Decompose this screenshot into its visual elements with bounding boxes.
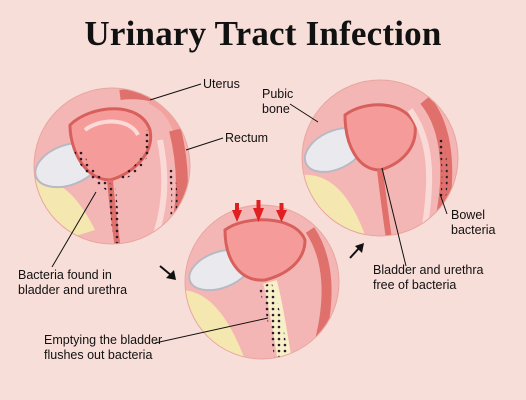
label-bowel-bacteria-line1: Bowel: [451, 208, 486, 222]
emptying-anatomy-view: [184, 200, 340, 360]
label-bowel-bacteria: Bowel bacteria: [451, 208, 495, 238]
arrow-right-up-icon: [349, 243, 364, 259]
label-emptying-bladder: Emptying the bladder flushes out bacteri…: [44, 333, 162, 363]
clean-anatomy-view: [301, 79, 459, 237]
label-bladder-free-line1: Bladder and urethra: [373, 263, 484, 277]
leader-lines: [51, 83, 448, 344]
label-bowel-bacteria-line2: bacteria: [451, 223, 496, 237]
pressure-arrow-icon: [232, 200, 287, 222]
label-bacteria-found-line1: Bacteria found in: [18, 268, 112, 282]
page-title: Urinary Tract Infection: [84, 14, 442, 53]
label-emptying-line1: Emptying the bladder: [44, 333, 163, 347]
label-pubic-bone: Pubic bone: [262, 87, 293, 117]
infected-anatomy-view: [33, 87, 191, 245]
label-rectum: Rectum: [225, 131, 269, 145]
label-pubic-bone-line2: bone: [262, 102, 290, 116]
label-uterus: Uterus: [203, 77, 240, 91]
label-bacteria-found-line2: bladder and urethra: [18, 283, 128, 297]
label-pubic-bone-line1: Pubic: [262, 87, 294, 101]
label-bladder-free: Bladder and urethra free of bacteria: [373, 263, 484, 293]
label-bacteria-found: Bacteria found in bladder and urethra: [18, 268, 127, 298]
arrow-right-down-icon: [159, 265, 176, 280]
label-bladder-free-line2: free of bacteria: [373, 278, 457, 292]
label-emptying-line2: flushes out bacteria: [44, 348, 153, 362]
